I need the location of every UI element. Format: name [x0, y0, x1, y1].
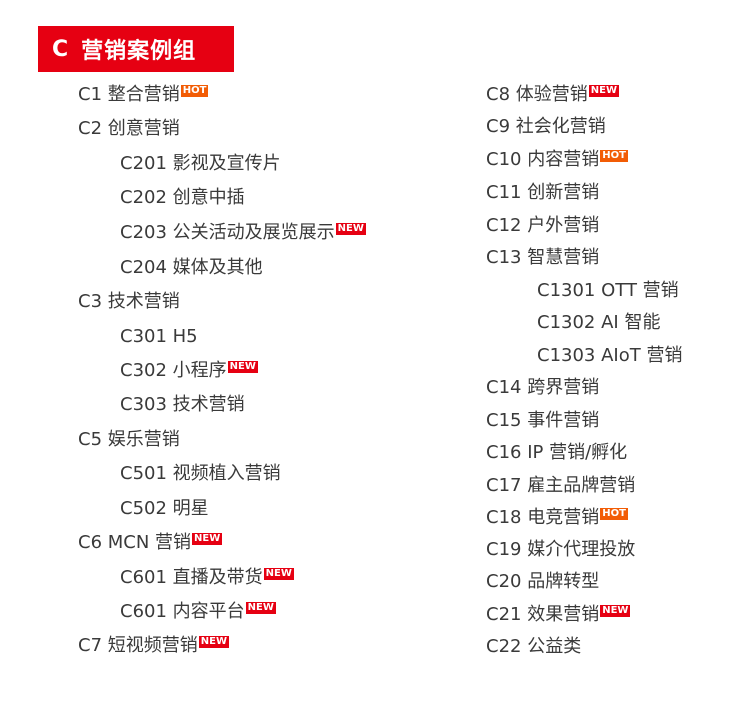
category-label: C8 体验营销: [486, 84, 588, 105]
new-badge: NEW: [245, 602, 276, 614]
category-item: C14 跨界营销: [486, 377, 599, 399]
category-label: C9 社会化营销: [486, 116, 606, 137]
category-label: C502 明星: [120, 498, 209, 519]
hot-badge: HOT: [180, 85, 209, 97]
new-badge: NEW: [198, 636, 229, 648]
new-badge: NEW: [600, 605, 631, 617]
category-item: C303 技术营销: [120, 394, 245, 416]
category-item: C19 媒介代理投放: [486, 539, 635, 561]
category-label: C1 整合营销: [78, 84, 180, 105]
category-item: C204 媒体及其他: [120, 257, 263, 279]
category-label: C302 小程序: [120, 360, 227, 381]
new-badge: NEW: [263, 568, 294, 580]
category-label: C203 公关活动及展览展示: [120, 222, 335, 243]
category-item: C2 创意营销: [78, 118, 180, 140]
category-item: C201 影视及宣传片: [120, 153, 281, 175]
hot-badge: HOT: [600, 150, 628, 162]
category-item: C301 H5: [120, 326, 198, 348]
category-label: C10 内容营销: [486, 149, 600, 170]
new-badge: NEW: [588, 85, 619, 97]
category-label: C11 创新营销: [486, 182, 600, 203]
category-item: C22 公益类: [486, 636, 581, 658]
category-label: C501 视频植入营销: [120, 463, 281, 484]
category-label: C18 电竞营销: [486, 507, 600, 528]
category-label: C7 短视频营销: [78, 635, 198, 656]
category-item: C12 户外营销: [486, 215, 599, 237]
category-label: C12 户外营销: [486, 215, 600, 236]
category-label: C14 跨界营销: [486, 377, 600, 398]
category-label: C21 效果营销: [486, 604, 600, 625]
category-label: C204 媒体及其他: [120, 257, 263, 278]
category-label: C1301 OTT 营销: [537, 280, 679, 301]
category-label: C601 直播及带货: [120, 567, 263, 588]
category-item: C1302 AI 智能: [537, 312, 660, 334]
section-title: 营销案例组: [81, 39, 197, 64]
category-item: C11 创新营销: [486, 182, 599, 204]
category-label: C16 IP 营销/孵化: [486, 442, 628, 463]
category-item: C501 视频植入营销: [120, 463, 281, 485]
section-header: C 营销案例组: [38, 26, 234, 72]
category-item: C502 明星: [120, 498, 209, 520]
category-item: C3 技术营销: [78, 291, 180, 313]
category-label: C15 事件营销: [486, 410, 600, 431]
category-label: C19 媒介代理投放: [486, 539, 636, 560]
category-item: C9 社会化营销: [486, 116, 606, 138]
category-item: C1301 OTT 营销: [537, 280, 679, 302]
category-label: C202 创意中插: [120, 187, 245, 208]
category-label: C301 H5: [120, 326, 198, 347]
category-label: C201 影视及宣传片: [120, 153, 281, 174]
category-label: C2 创意营销: [78, 118, 180, 139]
category-label: C303 技术营销: [120, 394, 245, 415]
category-label: C1303 AIoT 营销: [537, 345, 683, 366]
category-item: C202 创意中插: [120, 187, 245, 209]
category-label: C20 品牌转型: [486, 571, 600, 592]
category-item: C1303 AIoT 营销: [537, 345, 682, 367]
category-label: C3 技术营销: [78, 291, 180, 312]
new-badge: NEW: [227, 361, 258, 373]
category-item: C17 雇主品牌营销: [486, 475, 635, 497]
category-label: C17 雇主品牌营销: [486, 475, 636, 496]
category-label: C601 内容平台: [120, 601, 245, 622]
section-code: C: [52, 36, 70, 62]
category-label: C6 MCN 营销: [78, 532, 192, 553]
hot-badge: HOT: [600, 508, 628, 520]
new-badge: NEW: [335, 223, 366, 235]
category-label: C1302 AI 智能: [537, 312, 661, 333]
category-item: C15 事件营销: [486, 410, 599, 432]
category-label: C13 智慧营销: [486, 247, 600, 268]
category-label: C5 娱乐营销: [78, 429, 180, 450]
category-item: C16 IP 营销/孵化: [486, 442, 627, 464]
category-item: C20 品牌转型: [486, 571, 599, 593]
new-badge: NEW: [192, 533, 223, 545]
category-item: C13 智慧营销: [486, 247, 599, 269]
category-item: C5 娱乐营销: [78, 429, 180, 451]
category-label: C22 公益类: [486, 636, 582, 657]
